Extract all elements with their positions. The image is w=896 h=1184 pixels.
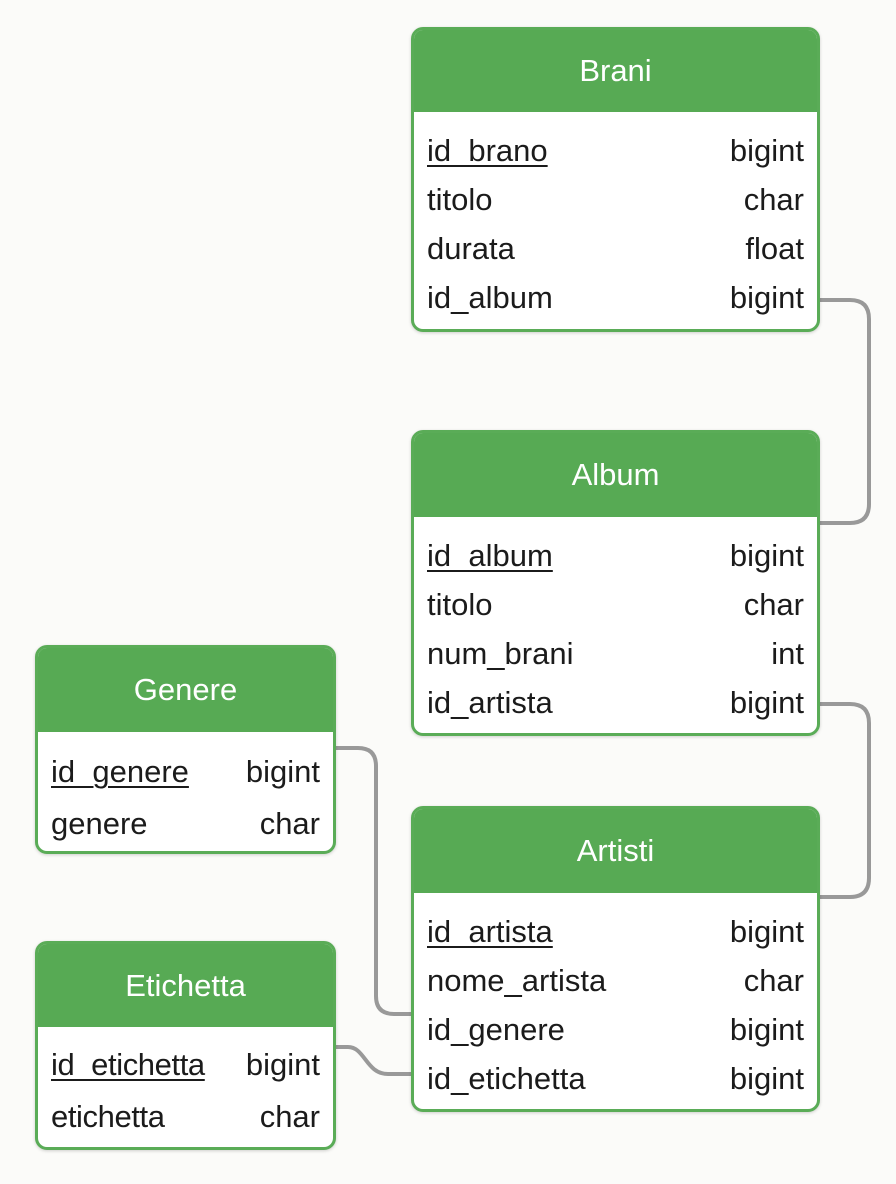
field-row: durata float bbox=[427, 224, 804, 273]
connector-brani-album bbox=[818, 298, 871, 525]
field-name: genere bbox=[51, 806, 148, 841]
field-type: bigint bbox=[245, 754, 320, 789]
field-row: id_artista bigint bbox=[427, 678, 804, 727]
field-name: durata bbox=[427, 230, 515, 266]
primary-key-name: id_artista bbox=[427, 913, 553, 949]
field-row: id_etichetta bigint bbox=[51, 1039, 320, 1091]
connector-etichetta-artisti bbox=[334, 1045, 413, 1076]
field-row: id_album bigint bbox=[427, 531, 804, 580]
connector-album-artisti bbox=[818, 702, 871, 899]
table-title: Artisti bbox=[414, 809, 817, 893]
field-name: etichetta bbox=[51, 1099, 165, 1134]
table-fields: id_album bigint titolo char num_brani in… bbox=[414, 517, 817, 727]
field-row: id_genere bigint bbox=[51, 746, 320, 798]
field-type: bigint bbox=[729, 913, 804, 949]
table-brani[interactable]: Brani id_brano bigint titolo char durata… bbox=[411, 27, 820, 332]
table-title: Etichetta bbox=[38, 944, 333, 1027]
field-type: int bbox=[771, 635, 804, 671]
field-type: char bbox=[743, 181, 804, 217]
field-row: id_album bigint bbox=[427, 273, 804, 322]
field-type: char bbox=[259, 1099, 320, 1134]
primary-key-name: id_etichetta bbox=[51, 1047, 205, 1082]
field-row: id_etichetta bigint bbox=[427, 1054, 804, 1103]
field-row: etichetta char bbox=[51, 1091, 320, 1143]
field-type: float bbox=[745, 230, 804, 266]
field-type: char bbox=[743, 586, 804, 622]
field-type: bigint bbox=[729, 537, 804, 573]
field-name: titolo bbox=[427, 181, 493, 217]
field-type: bigint bbox=[729, 1011, 804, 1047]
table-artisti[interactable]: Artisti id_artista bigint nome_artista c… bbox=[411, 806, 820, 1112]
field-row: nome_artista char bbox=[427, 956, 804, 1005]
foreign-key-name: id_artista bbox=[427, 684, 553, 720]
table-fields: id_brano bigint titolo char durata float… bbox=[414, 112, 817, 322]
table-album[interactable]: Album id_album bigint titolo char num_br… bbox=[411, 430, 820, 736]
table-title: Album bbox=[414, 433, 817, 517]
foreign-key-name: id_etichetta bbox=[427, 1060, 586, 1096]
field-row: id_brano bigint bbox=[427, 126, 804, 175]
foreign-key-name: id_album bbox=[427, 279, 553, 315]
field-name: num_brani bbox=[427, 635, 574, 671]
field-name: titolo bbox=[427, 586, 493, 622]
field-row: num_brani int bbox=[427, 629, 804, 678]
connector-genere-artisti bbox=[334, 746, 413, 1016]
field-type: char bbox=[743, 962, 804, 998]
table-fields: id_etichetta bigint etichetta char bbox=[38, 1027, 333, 1143]
table-title: Brani bbox=[414, 30, 817, 112]
field-row: id_artista bigint bbox=[427, 907, 804, 956]
table-fields: id_genere bigint genere char bbox=[38, 732, 333, 850]
field-name: nome_artista bbox=[427, 962, 607, 998]
foreign-key-name: id_genere bbox=[427, 1011, 565, 1047]
primary-key-name: id_brano bbox=[427, 132, 548, 168]
field-row: id_genere bigint bbox=[427, 1005, 804, 1054]
table-etichetta[interactable]: Etichetta id_etichetta bigint etichetta … bbox=[35, 941, 336, 1150]
table-fields: id_artista bigint nome_artista char id_g… bbox=[414, 893, 817, 1103]
field-row: titolo char bbox=[427, 175, 804, 224]
field-type: bigint bbox=[245, 1047, 320, 1082]
table-title: Genere bbox=[38, 648, 333, 732]
field-row: genere char bbox=[51, 798, 320, 850]
field-type: bigint bbox=[729, 684, 804, 720]
field-type: bigint bbox=[729, 279, 804, 315]
field-type: char bbox=[259, 806, 320, 841]
primary-key-name: id_album bbox=[427, 537, 553, 573]
field-type: bigint bbox=[729, 1060, 804, 1096]
field-type: bigint bbox=[729, 132, 804, 168]
field-row: titolo char bbox=[427, 580, 804, 629]
primary-key-name: id_genere bbox=[51, 754, 189, 789]
table-genere[interactable]: Genere id_genere bigint genere char bbox=[35, 645, 336, 854]
